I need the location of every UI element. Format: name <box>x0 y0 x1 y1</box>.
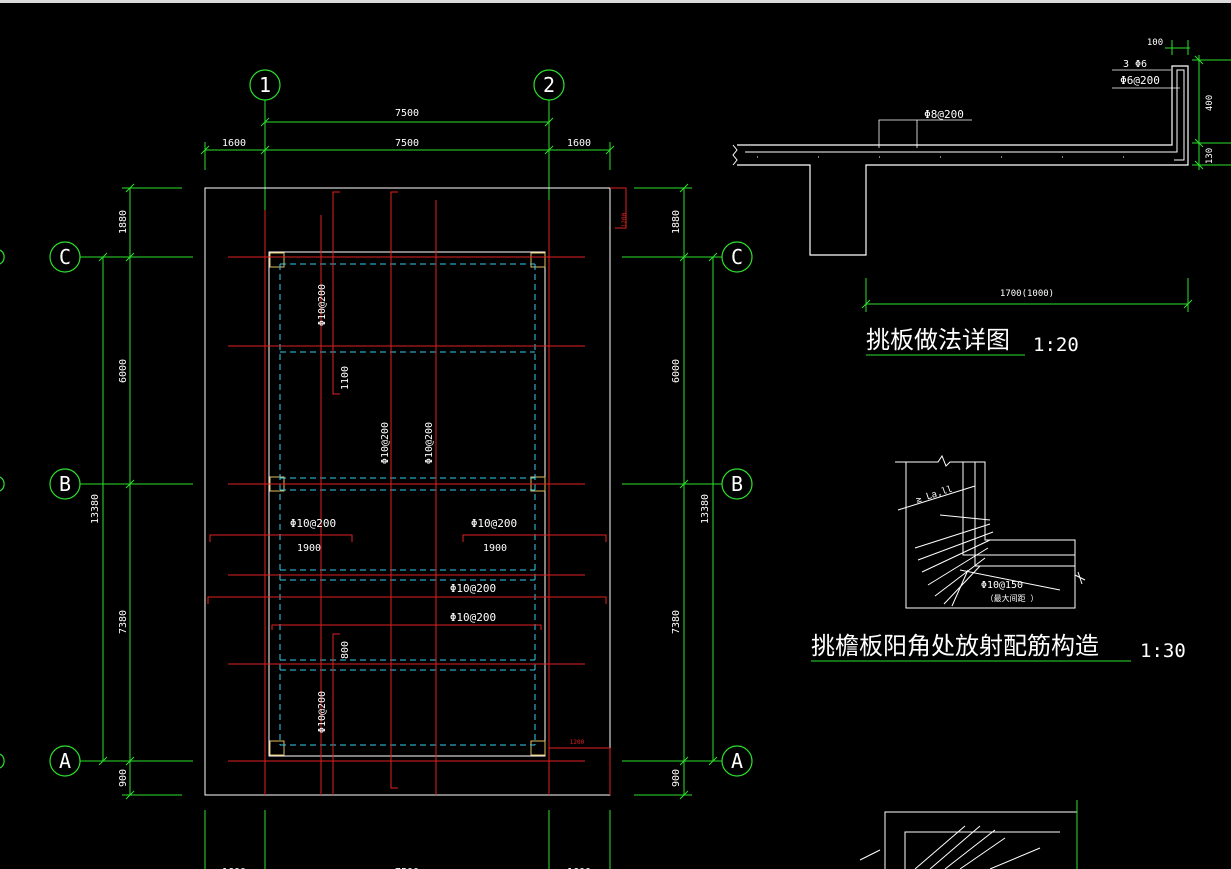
svg-text:B: B <box>731 472 743 496</box>
rebar-label-h-long-b: Φ10@200 <box>450 611 496 624</box>
inner-outline <box>268 251 546 757</box>
axis-bubble-c-right: C <box>721 241 753 273</box>
detail1-section <box>732 65 1189 256</box>
svg-text:C: C <box>731 245 743 269</box>
rebar-label-h-long-a: Φ10@200 <box>450 582 496 595</box>
dim-top-span: 7500 <box>395 108 419 119</box>
detail2-drawing <box>895 454 1086 609</box>
detail1-dim-height: 400 <box>1205 95 1215 111</box>
dim-ticks <box>98 117 718 800</box>
dim-left-total: 13380 <box>90 494 101 524</box>
svg-text:A: A <box>59 749 71 773</box>
dim-right-top: 1880 <box>671 210 682 234</box>
dim-top-right: 1600 <box>567 138 591 149</box>
top-border <box>0 0 1231 3</box>
rebar-label-v-center-a: Φ10@200 <box>380 422 391 464</box>
dim-right-lower: 7380 <box>671 610 682 634</box>
dim-left-top: 1880 <box>118 210 129 234</box>
svg-text:B: B <box>59 472 71 496</box>
dim-bottom-right: 1600 <box>567 867 591 869</box>
svg-text:1: 1 <box>259 73 271 97</box>
dim-top-mid: 7500 <box>395 138 419 149</box>
detail2-scale: 1:30 <box>1140 640 1186 662</box>
detail1-dim-width: 100 <box>1147 38 1163 48</box>
detail2-note: （最大间距 ） <box>986 593 1039 603</box>
dim-bottom-mid: 7500 <box>395 867 419 869</box>
detail1-scale: 1:20 <box>1033 334 1079 356</box>
rebar-label-v-center-b: Φ10@200 <box>424 422 435 464</box>
dim-corner-top: 1200 <box>621 212 628 227</box>
detail1-dim-length: 1700(1000) <box>1000 289 1054 299</box>
rebar-len-v-low: 800 <box>340 641 351 659</box>
dim-top-left: 1600 <box>222 138 246 149</box>
detail2-bar: Φ10@150 <box>981 580 1023 591</box>
rebar-len-v-left-top: 1100 <box>340 366 351 390</box>
slab-outline <box>204 187 611 796</box>
svg-text:2: 2 <box>543 73 555 97</box>
detail1-upstand-stirrup: Φ6@200 <box>1120 74 1160 87</box>
rebar-label-v-left-top: Φ10@200 <box>317 284 328 326</box>
axis-bubble-b-right: B <box>721 468 753 500</box>
axis-bubble-a-left: A <box>49 745 81 777</box>
detail2-anchor: ≥ La,ll <box>915 484 954 505</box>
dim-left-upper: 6000 <box>118 359 129 383</box>
rebar-label-h-right: Φ10@200 <box>471 517 517 530</box>
axis-bubble-b-left: B <box>49 468 81 500</box>
dim-left-bottom: 900 <box>118 769 129 787</box>
rebar-len-h-right: 1900 <box>483 543 507 554</box>
dim-corner-bottom: 1200 <box>570 739 585 746</box>
dim-bottom-left: 1600 <box>222 867 246 869</box>
detail1-dims <box>861 40 1231 312</box>
dim-right-bottom: 900 <box>671 769 682 787</box>
svg-text:A: A <box>731 749 743 773</box>
rebar-label-v-left-bottom: Φ10@200 <box>317 691 328 733</box>
offscreen-bubbles <box>0 249 5 769</box>
detail2-title: 挑檐板阳角处放射配筋构造 <box>811 632 1099 660</box>
detail1-dim-thickness: 130 <box>1205 148 1215 164</box>
detail1-top-bar: Φ8@200 <box>924 108 964 121</box>
dim-right-upper: 6000 <box>671 359 682 383</box>
dim-left-lower: 7380 <box>118 610 129 634</box>
rebar-lines <box>207 187 627 795</box>
svg-text:C: C <box>59 245 71 269</box>
rebar-label-h-left: Φ10@200 <box>290 517 336 530</box>
axis-lines <box>80 100 722 869</box>
axis-bubble-a-right: A <box>721 745 753 777</box>
beam-lines <box>279 263 536 746</box>
columns <box>269 252 546 756</box>
dim-right-total: 13380 <box>700 494 711 524</box>
detail3-partial <box>859 811 1078 869</box>
rebar-len-h-left: 1900 <box>297 543 321 554</box>
axis-bubble-1: 1 <box>249 69 281 101</box>
detail1-title: 挑板做法详图 <box>866 326 1010 354</box>
detail1-upstand-bars: 3 Φ6 <box>1123 59 1147 70</box>
axis-bubble-2: 2 <box>533 69 565 101</box>
axis-bubble-c-left: C <box>49 241 81 273</box>
